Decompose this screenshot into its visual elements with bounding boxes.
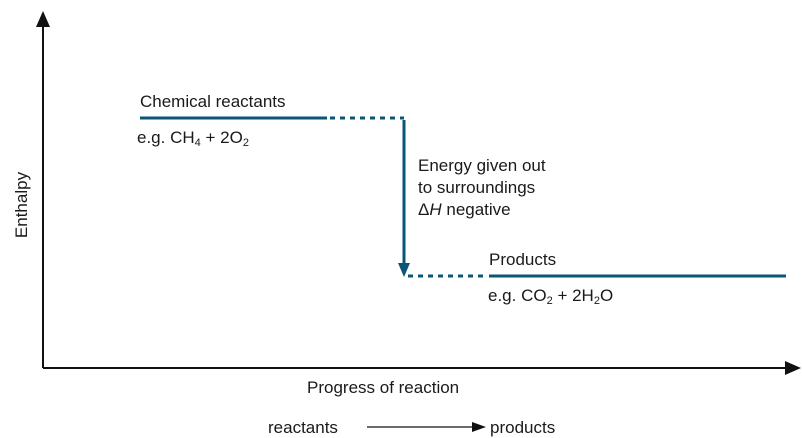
x-axis-label: Progress of reaction (307, 378, 460, 397)
reactants-example: e.g. CH4 + 2O2 (137, 128, 249, 149)
y-axis-label: Enthalpy (12, 171, 31, 239)
products-example: e.g. CO2 + 2H2O (488, 286, 614, 307)
reactants-formula-part: + 2O (200, 128, 243, 147)
reactants-formula-subscript: 4 (194, 137, 201, 149)
energy-change-arrowhead (398, 263, 410, 277)
delta-symbol: Δ (418, 200, 430, 219)
x-axis-arrowhead (785, 361, 801, 375)
energy-annotation-line3: ΔH negative (418, 200, 511, 220)
products-formula-subscript: 2 (593, 295, 600, 307)
delta-h-sign: negative (441, 200, 511, 219)
reactants-example-prefix: e.g. (137, 128, 171, 147)
products-formula-part: CO (521, 286, 547, 305)
y-axis-arrowhead (36, 11, 50, 27)
flow-to-label: products (490, 418, 556, 437)
products-formula-part: + 2H (552, 286, 594, 305)
energy-annotation-line1: Energy given out (418, 156, 546, 175)
reactants-label: Chemical reactants (140, 92, 286, 111)
products-formula-part: O (599, 286, 614, 305)
products-formula-subscript: 2 (546, 295, 553, 307)
reactants-formula-subscript: 2 (242, 137, 249, 149)
reactants-formula-part: CH (170, 128, 195, 147)
flow-from-label: reactants (268, 418, 338, 437)
energy-annotation-line2: to surroundings (418, 178, 536, 197)
products-example-prefix: e.g. (488, 286, 522, 305)
flow-arrowhead (472, 422, 486, 432)
products-label: Products (489, 250, 557, 269)
enthalpy-symbol: H (429, 200, 442, 219)
